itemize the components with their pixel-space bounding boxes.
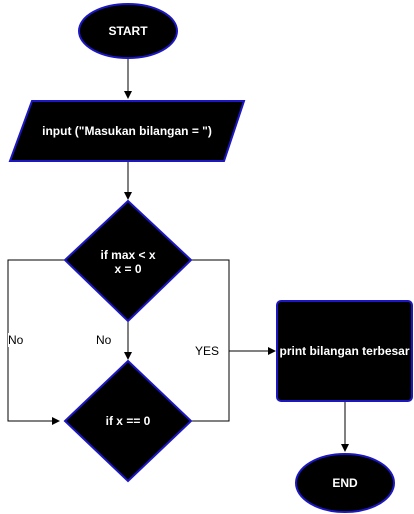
- edge-label-yes: YES: [195, 344, 220, 358]
- edge-label-no-outer: No: [8, 333, 24, 347]
- end-node[interactable]: [295, 453, 395, 513]
- arrow-yes-to-print: [191, 259, 230, 422]
- end-label: END: [332, 476, 358, 490]
- start-label: START: [108, 24, 148, 38]
- decision-max-label-line1: if max < x: [100, 248, 156, 262]
- edge-label-no-inner: No: [96, 333, 112, 347]
- decision-max-label-line2: x = 0: [114, 262, 142, 276]
- input-node[interactable]: [8, 100, 246, 162]
- decision-x-label: if x == 0: [105, 414, 151, 428]
- input-label: input ("Masukan bilangan = "): [42, 124, 212, 138]
- decision-max-node[interactable]: [63, 199, 193, 323]
- decision-x-node[interactable]: [63, 359, 193, 483]
- print-node[interactable]: [276, 300, 413, 402]
- start-node[interactable]: [78, 3, 178, 59]
- print-label: print bilangan terbesar: [279, 344, 410, 358]
